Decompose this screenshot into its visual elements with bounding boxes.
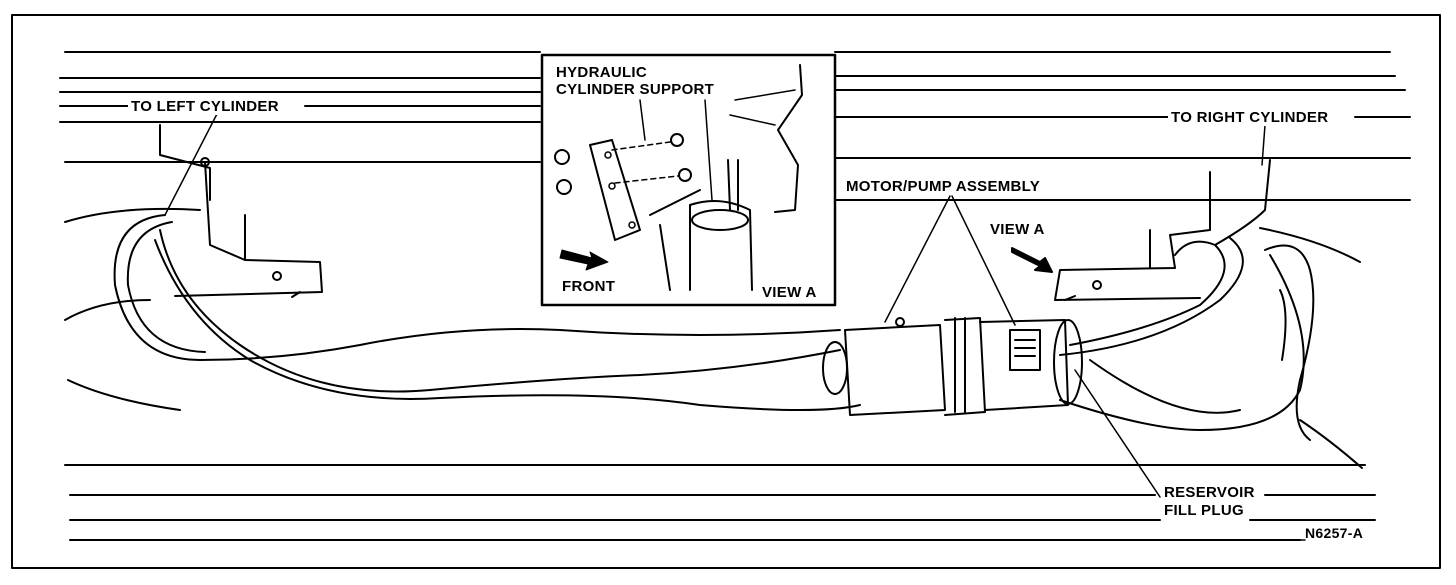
label-motor-pump-assembly: MOTOR/PUMP ASSEMBLY <box>846 178 1041 195</box>
right-cylinder-shape <box>1264 244 1315 441</box>
motor-pump-drawing <box>822 317 1083 416</box>
deck-lines-top <box>59 51 1411 201</box>
leader-lines <box>164 111 1306 541</box>
label-to-right-cylinder: TO RIGHT CYLINDER <box>1168 109 1332 126</box>
label-reservoir-line1: RESERVOIR <box>1164 484 1255 501</box>
label-view-a-main: VIEW A <box>990 221 1045 238</box>
figure-border <box>11 14 1441 569</box>
label-reservoir-line2: FILL PLUG <box>1164 502 1244 519</box>
figure-id: N6257-A <box>1305 525 1364 541</box>
left-bracket <box>174 157 323 298</box>
label-to-left-cylinder: TO LEFT CYLINDER <box>128 98 282 115</box>
right-bracket <box>1054 171 1211 301</box>
view-a-arrow <box>1011 247 1053 273</box>
inset-title-line1: HYDRAULIC <box>556 64 648 81</box>
hydraulic-lines <box>113 159 1305 431</box>
inset-title-line2: CYLINDER SUPPORT <box>556 81 715 98</box>
inset-view-a <box>540 53 837 307</box>
body-contour <box>64 124 1376 541</box>
inset-front-label: FRONT <box>562 278 616 295</box>
inset-view-label: VIEW A <box>762 284 817 301</box>
